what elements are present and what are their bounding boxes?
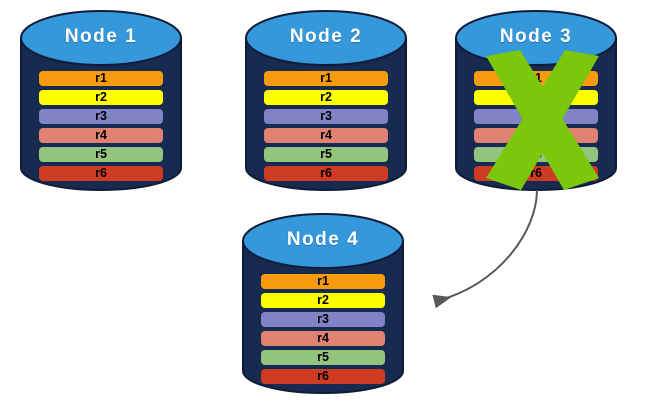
- replica-row[interactable]: r3: [474, 109, 598, 124]
- cylinder-top: [242, 213, 404, 269]
- replica-row[interactable]: r4: [39, 128, 163, 143]
- replica-row[interactable]: r6: [261, 369, 385, 384]
- replica-row[interactable]: r4: [474, 128, 598, 143]
- replica-row[interactable]: r2: [264, 90, 388, 105]
- replica-row[interactable]: r5: [474, 147, 598, 162]
- replica-row[interactable]: r4: [261, 331, 385, 346]
- replica-row[interactable]: r3: [261, 312, 385, 327]
- replica-row-list: r1 r2 r3 r4 r5 r6: [453, 71, 619, 185]
- replica-row[interactable]: r6: [264, 166, 388, 181]
- replica-row[interactable]: r1: [39, 71, 163, 86]
- replica-row[interactable]: r5: [39, 147, 163, 162]
- replica-row[interactable]: r5: [261, 350, 385, 365]
- replica-row-list: r1 r2 r3 r4 r5 r6: [240, 274, 406, 388]
- replica-row[interactable]: r1: [474, 71, 598, 86]
- cylinder-top: [245, 10, 407, 66]
- replica-row-list: r1 r2 r3 r4 r5 r6: [18, 71, 184, 185]
- replica-row[interactable]: r2: [474, 90, 598, 105]
- connector-path: [432, 189, 538, 309]
- replica-row[interactable]: r3: [264, 109, 388, 124]
- replica-row[interactable]: r3: [39, 109, 163, 124]
- replica-row[interactable]: r1: [264, 71, 388, 86]
- replica-row[interactable]: r2: [261, 293, 385, 308]
- replica-row[interactable]: r6: [474, 166, 598, 181]
- replica-row[interactable]: r2: [39, 90, 163, 105]
- replica-row[interactable]: r4: [264, 128, 388, 143]
- cylinder-top: [20, 10, 182, 66]
- replica-row-list: r1 r2 r3 r4 r5 r6: [243, 71, 409, 185]
- replica-row[interactable]: r6: [39, 166, 163, 181]
- replica-row[interactable]: r5: [264, 147, 388, 162]
- cylinder-top: [455, 10, 617, 66]
- replica-row[interactable]: r1: [261, 274, 385, 289]
